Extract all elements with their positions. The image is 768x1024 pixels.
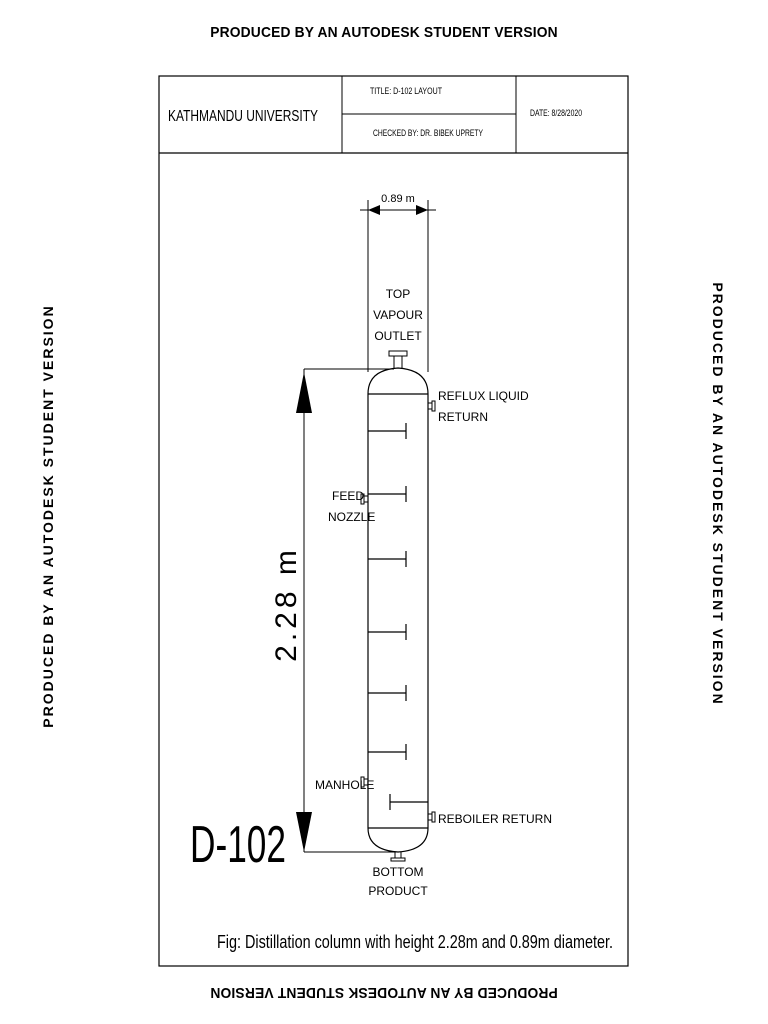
figure-caption: Fig: Distillation column with height 2.2… bbox=[217, 932, 613, 952]
title-block: KATHMANDU UNIVERSITY TITLE: D-102 LAYOUT… bbox=[159, 76, 628, 154]
trays bbox=[368, 423, 428, 810]
label-top-vapour-3: OUTLET bbox=[374, 329, 422, 343]
distillation-column bbox=[367, 367, 429, 853]
label-reflux-1: REFLUX LIQUID bbox=[438, 389, 529, 403]
sheet-border bbox=[158, 75, 629, 967]
drawing-title: TITLE: D-102 LAYOUT bbox=[370, 86, 442, 96]
institution-name: KATHMANDU UNIVERSITY bbox=[168, 108, 318, 125]
manhole-nozzle bbox=[360, 776, 368, 788]
label-top-vapour-1: TOP bbox=[386, 287, 410, 301]
label-manhole: MANHOLE bbox=[315, 778, 374, 792]
bottom-product-nozzle bbox=[390, 852, 406, 862]
height-dimension: 2.28 m bbox=[270, 368, 398, 853]
drawing-date: DATE: 8/28/2020 bbox=[530, 108, 582, 118]
watermark-top: PRODUCED BY AN AUTODESK STUDENT VERSION bbox=[210, 24, 558, 41]
height-dimension-label: 2.28 m bbox=[270, 546, 303, 662]
label-feed-1: FEED bbox=[332, 489, 364, 503]
equipment-tag: D-102 bbox=[190, 816, 286, 874]
label-bottom-1: BOTTOM bbox=[372, 865, 423, 879]
label-feed-2: NOZZLE bbox=[328, 510, 375, 524]
reflux-nozzle bbox=[428, 400, 436, 412]
label-reboiler: REBOILER RETURN bbox=[438, 812, 552, 826]
reboiler-nozzle bbox=[428, 811, 436, 823]
top-vapour-nozzle bbox=[388, 350, 408, 368]
label-top-vapour-2: VAPOUR bbox=[373, 308, 423, 322]
column-labels: TOP VAPOUR OUTLET REFLUX LIQUID RETURN F… bbox=[315, 287, 552, 898]
width-dimension-label: 0.89 m bbox=[381, 193, 415, 205]
width-dimension: 0.89 m bbox=[360, 193, 436, 372]
label-bottom-2: PRODUCT bbox=[368, 884, 428, 898]
label-reflux-2: RETURN bbox=[438, 410, 488, 424]
feed-nozzle bbox=[360, 493, 368, 505]
checked-by: CHECKED BY: DR. BIBEK UPRETY bbox=[373, 128, 483, 138]
